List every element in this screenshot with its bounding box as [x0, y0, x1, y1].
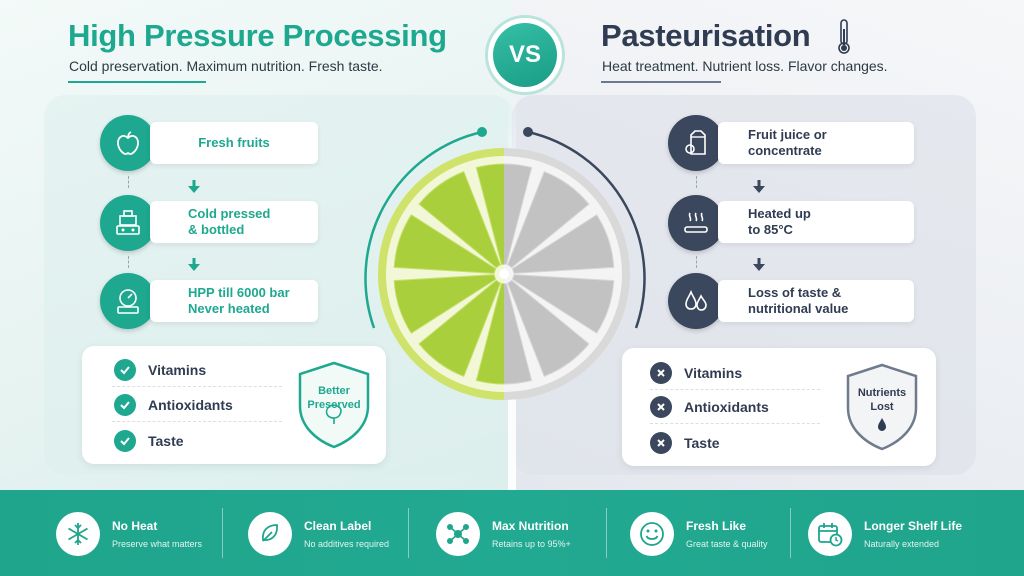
shield-icon	[298, 361, 370, 449]
lime-segment	[418, 279, 501, 378]
lime-slice-image	[376, 146, 632, 402]
vs-badge: VS	[485, 15, 565, 95]
check-icon	[114, 394, 136, 416]
vs-label: VS	[493, 23, 557, 87]
snowflake-icon	[56, 512, 100, 556]
drops-icon	[668, 273, 724, 329]
heat-waves-icon	[668, 195, 724, 251]
hpp-step-cold-pressed: Cold pressed& bottled	[150, 201, 318, 243]
x-icon	[650, 362, 672, 384]
lime-segment	[504, 163, 533, 265]
footer-separator	[790, 508, 791, 558]
pasteurisation-title: Pasteurisation	[601, 18, 811, 53]
shield-icon	[846, 363, 918, 451]
footer-separator	[606, 508, 607, 558]
check-icon	[114, 430, 136, 452]
lime-segment	[511, 214, 615, 274]
hpp-benefit-antioxidants: Antioxidants	[114, 394, 233, 416]
pasteurisation-subtitle: Heat treatment. Nutrient loss. Flavor ch…	[602, 58, 888, 74]
row-divider	[650, 423, 820, 424]
row-divider	[112, 421, 282, 422]
hpp-title-underline	[68, 81, 206, 83]
lime-segment	[507, 279, 590, 378]
comparison-arc	[364, 127, 646, 329]
press-machine-icon	[100, 195, 156, 251]
past-loss-taste: Taste	[650, 432, 720, 454]
row-divider	[650, 389, 820, 390]
lime-segment	[393, 274, 497, 334]
juice-carton-icon	[668, 115, 724, 171]
check-icon	[114, 359, 136, 381]
x-icon	[650, 432, 672, 454]
lime-segment	[418, 170, 501, 269]
thermometer-icon	[838, 19, 850, 54]
footer-separator	[408, 508, 409, 558]
arrow-down-icon	[188, 180, 200, 193]
arrow-down-icon	[188, 258, 200, 271]
x-icon	[650, 396, 672, 418]
past-loss-antioxidants: Antioxidants	[650, 396, 769, 418]
pressure-gauge-icon	[100, 273, 156, 329]
lime-segment	[475, 163, 504, 265]
row-divider	[112, 386, 282, 387]
lime-segment	[475, 283, 504, 385]
apple-icon	[100, 115, 156, 171]
calendar-clock-icon	[808, 512, 852, 556]
lime-segment	[511, 274, 615, 334]
leaf-icon	[248, 512, 292, 556]
hpp-benefit-vitamins: Vitamins	[114, 359, 206, 381]
footer-separator	[222, 508, 223, 558]
step-connector	[696, 256, 697, 268]
smiley-icon	[630, 512, 674, 556]
step-connector	[128, 176, 129, 188]
hpp-step-fresh-fruits: Fresh fruits	[150, 122, 318, 164]
lime-segment	[507, 170, 590, 269]
pasteurisation-title-underline	[601, 81, 721, 83]
arrow-down-icon	[753, 258, 765, 271]
hpp-subtitle: Cold preservation. Maximum nutrition. Fr…	[69, 58, 383, 74]
lime-segment	[504, 283, 533, 385]
past-step-loss: Loss of taste &nutritional value	[718, 280, 914, 322]
step-connector	[696, 176, 697, 188]
molecule-icon	[436, 512, 480, 556]
lime-segment	[393, 214, 497, 274]
past-loss-vitamins: Vitamins	[650, 362, 742, 384]
hpp-title: High Pressure Processing	[68, 18, 447, 53]
step-connector	[128, 256, 129, 268]
arrow-down-icon	[753, 180, 765, 193]
hpp-benefit-taste: Taste	[114, 430, 184, 452]
